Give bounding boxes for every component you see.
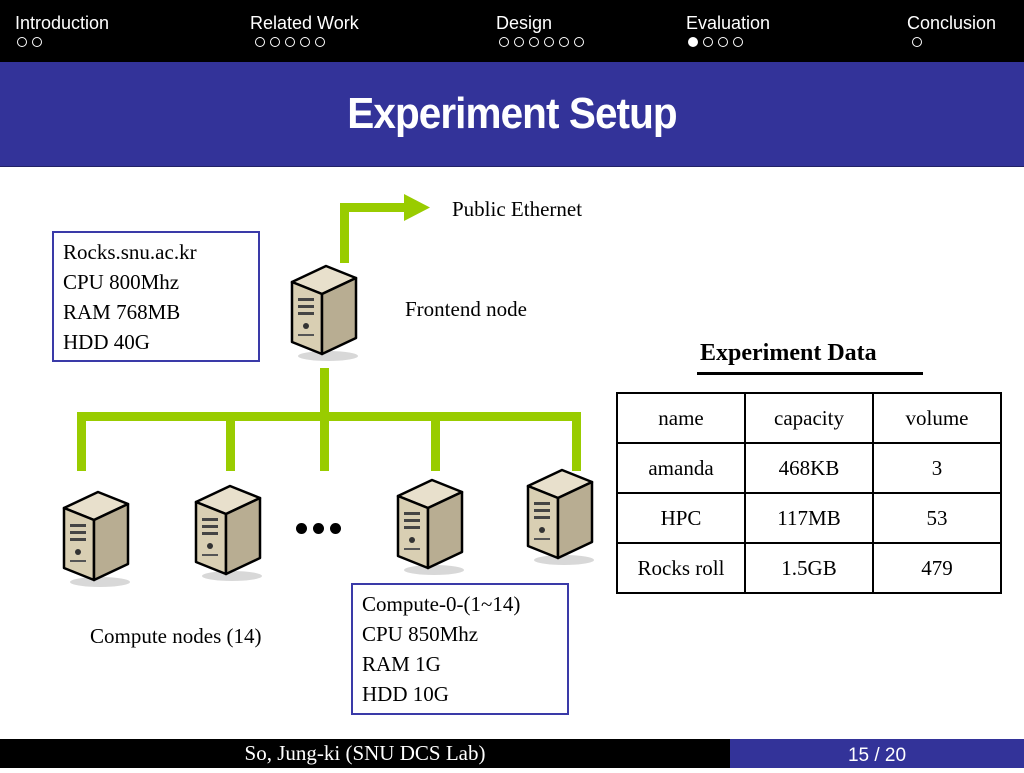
experiment-data-table: name capacity volume amanda 468KB 3 HPC … xyxy=(616,392,1002,594)
table-row: Rocks roll 1.5GB 479 xyxy=(616,542,1002,594)
compute-server-icon xyxy=(62,490,130,587)
table-cell: amanda xyxy=(616,442,746,494)
frontend-spec-box: Rocks.snu.ac.kr CPU 800Mhz RAM 768MB HDD… xyxy=(52,231,260,362)
slide-title: Experiment Setup xyxy=(347,89,677,138)
nav-dot[interactable] xyxy=(499,37,509,47)
compute-spec-cpu: CPU 850Mhz xyxy=(362,622,479,646)
nav-dot[interactable] xyxy=(300,37,310,47)
frontend-spec-host: Rocks.snu.ac.kr xyxy=(63,240,197,264)
nav-dot[interactable] xyxy=(559,37,569,47)
nav-section-conclusion[interactable]: Conclusion xyxy=(907,13,997,33)
nav-dot[interactable] xyxy=(315,37,325,47)
nav-dot[interactable] xyxy=(285,37,295,47)
nav-dot[interactable] xyxy=(544,37,554,47)
header-cell: volume xyxy=(872,392,1002,444)
nav-dot[interactable] xyxy=(733,37,743,47)
table-cell: 117MB xyxy=(744,492,874,544)
frontend-spec-hdd: HDD 40G xyxy=(63,330,150,354)
header-cell: capacity xyxy=(744,392,874,444)
table-cell: 3 xyxy=(872,442,1002,494)
nav-section-evaluation[interactable]: Evaluation xyxy=(686,13,771,33)
nav-section-related-work[interactable]: Related Work xyxy=(250,13,359,33)
compute-server-icon xyxy=(194,484,262,581)
nav-dot[interactable] xyxy=(574,37,584,47)
frontend-spec-ram: RAM 768MB xyxy=(63,300,181,324)
nav-dot[interactable] xyxy=(529,37,539,47)
header-cell: name xyxy=(616,392,746,444)
nav-dot[interactable] xyxy=(514,37,524,47)
footer-page-number: 15 / 20 xyxy=(730,739,1024,768)
nav-dot[interactable] xyxy=(255,37,265,47)
frontend-node-label: Frontend node xyxy=(405,297,527,321)
frontend-server-icon xyxy=(290,264,358,361)
table-cell: Rocks roll xyxy=(616,542,746,594)
compute-server-icon xyxy=(396,478,464,575)
table-header-row: name capacity volume xyxy=(616,392,1002,444)
nav-dot[interactable] xyxy=(270,37,280,47)
compute-spec-hdd: HDD 10G xyxy=(362,682,449,706)
nav-dot[interactable] xyxy=(912,37,922,47)
table-cell: 1.5GB xyxy=(744,542,874,594)
nav-section-design[interactable]: Design xyxy=(496,13,553,33)
footer-author: So, Jung-ki (SNU DCS Lab) xyxy=(0,739,730,768)
nav-dots-evaluation xyxy=(688,37,748,51)
nav-dots-conclusion xyxy=(912,37,927,51)
table-cell: 479 xyxy=(872,542,1002,594)
nav-dots-introduction xyxy=(17,37,47,51)
nav-dot-current[interactable] xyxy=(688,37,698,47)
experiment-data-title: Experiment Data xyxy=(700,340,877,366)
nav-dot[interactable] xyxy=(17,37,27,47)
public-ethernet-label: Public Ethernet xyxy=(452,197,583,221)
frontend-spec-cpu: CPU 800Mhz xyxy=(63,270,180,294)
title-bar xyxy=(0,62,1024,167)
compute-spec-box: Compute-0-(1~14) CPU 850Mhz RAM 1G HDD 1… xyxy=(351,583,569,715)
nav-section-introduction[interactable]: Introduction xyxy=(15,13,110,33)
table-cell: 468KB xyxy=(744,442,874,494)
compute-server-icon xyxy=(526,468,594,565)
compute-nodes-label: Compute nodes (14) xyxy=(90,624,262,648)
table-cell: 53 xyxy=(872,492,1002,544)
table-row: HPC 117MB 53 xyxy=(616,492,1002,544)
table-cell: HPC xyxy=(616,492,746,544)
ellipsis-icon xyxy=(296,521,347,539)
nav-dot[interactable] xyxy=(32,37,42,47)
compute-spec-ram: RAM 1G xyxy=(362,652,441,676)
experiment-title-underline xyxy=(697,372,923,375)
nav-dots-design xyxy=(499,37,589,51)
compute-spec-host: Compute-0-(1~14) xyxy=(362,592,521,616)
table-row: amanda 468KB 3 xyxy=(616,442,1002,494)
nav-dot[interactable] xyxy=(703,37,713,47)
nav-dot[interactable] xyxy=(718,37,728,47)
nav-dots-related-work xyxy=(255,37,330,51)
section-navigation: Introduction Related Work Design Evaluat… xyxy=(0,0,1024,62)
